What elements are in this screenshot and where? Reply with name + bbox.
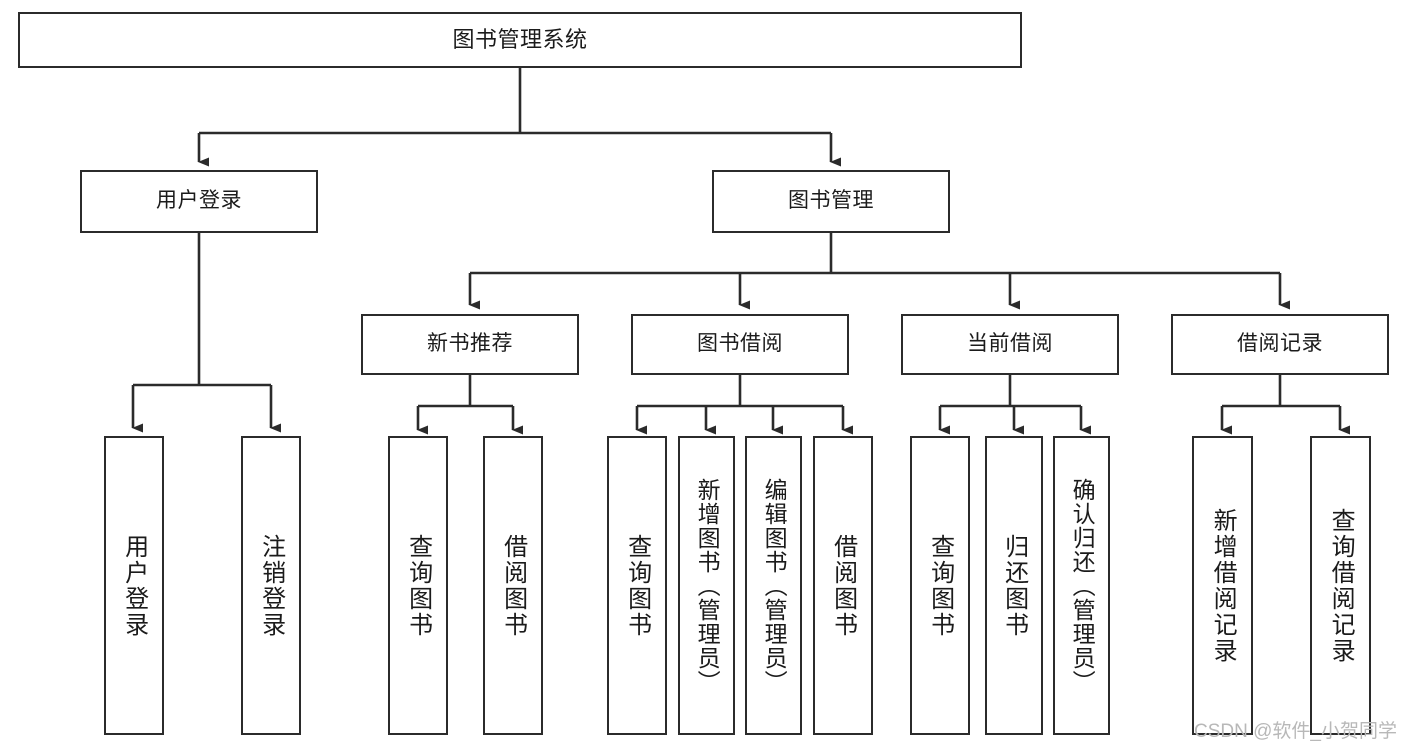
leaf-query-book-2-label: 查询图书 (623, 533, 651, 638)
leaf-query-book-1-label: 查询图书 (404, 533, 432, 638)
leaf-add-book-label: 新增图书（管理员） (694, 477, 721, 694)
leaf-borrow-book-1[interactable]: 借阅图书 (483, 436, 543, 735)
leaf-return-book-label: 归还图书 (1000, 533, 1028, 638)
node-new-book-rec-label: 新书推荐 (427, 332, 513, 356)
leaf-return-book[interactable]: 归还图书 (985, 436, 1043, 735)
leaf-add-record[interactable]: 新增借阅记录 (1192, 436, 1253, 735)
node-book-borrow[interactable]: 图书借阅 (631, 314, 849, 375)
leaf-query-book-3-label: 查询图书 (926, 533, 954, 638)
leaf-borrow-book-1-label: 借阅图书 (499, 533, 527, 638)
leaf-query-book-3[interactable]: 查询图书 (910, 436, 970, 735)
leaf-query-book-2[interactable]: 查询图书 (607, 436, 667, 735)
node-root[interactable]: 图书管理系统 (18, 12, 1022, 68)
node-new-book-rec[interactable]: 新书推荐 (361, 314, 579, 375)
leaf-borrow-book-2[interactable]: 借阅图书 (813, 436, 873, 735)
leaf-edit-book-label: 编辑图书（管理员） (761, 477, 788, 694)
leaf-confirm-return[interactable]: 确认归还（管理员） (1053, 436, 1110, 735)
leaf-add-book[interactable]: 新增图书（管理员） (678, 436, 735, 735)
node-book-manage[interactable]: 图书管理 (712, 170, 950, 233)
node-book-borrow-label: 图书借阅 (697, 332, 783, 356)
leaf-query-book-1[interactable]: 查询图书 (388, 436, 448, 735)
leaf-confirm-return-label: 确认归还（管理员） (1069, 477, 1096, 694)
node-user-login-label: 用户登录 (156, 189, 242, 213)
node-borrow-record-label: 借阅记录 (1237, 332, 1323, 356)
leaf-user-logout-label: 注销登录 (257, 533, 285, 638)
node-user-login[interactable]: 用户登录 (80, 170, 318, 233)
leaf-query-record[interactable]: 查询借阅记录 (1310, 436, 1371, 735)
node-current-borrow[interactable]: 当前借阅 (901, 314, 1119, 375)
leaf-borrow-book-2-label: 借阅图书 (829, 533, 857, 638)
node-book-manage-label: 图书管理 (788, 189, 874, 213)
node-borrow-record[interactable]: 借阅记录 (1171, 314, 1389, 375)
leaf-user-logout[interactable]: 注销登录 (241, 436, 301, 735)
leaf-query-record-label: 查询借阅记录 (1327, 507, 1355, 664)
leaf-user-login-label: 用户登录 (120, 533, 148, 638)
leaf-edit-book[interactable]: 编辑图书（管理员） (745, 436, 802, 735)
leaf-user-login[interactable]: 用户登录 (104, 436, 164, 735)
node-current-borrow-label: 当前借阅 (967, 332, 1053, 356)
leaf-add-record-label: 新增借阅记录 (1209, 507, 1237, 664)
node-root-label: 图书管理系统 (452, 27, 588, 53)
